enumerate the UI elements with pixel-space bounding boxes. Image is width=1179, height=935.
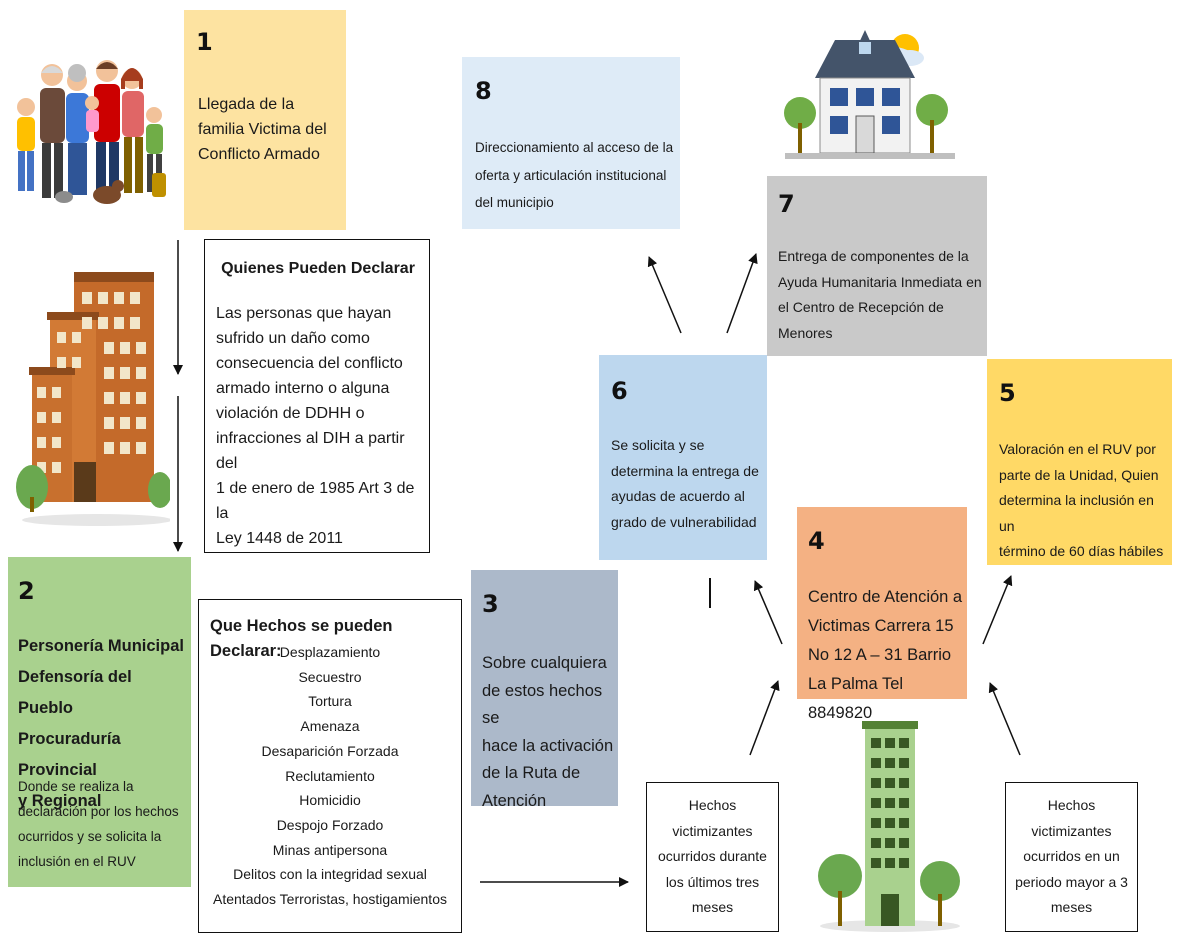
who-can-declare-title: Quienes Pueden Declarar (221, 260, 415, 277)
list-item: Delitos con la integridad sexual (233, 866, 427, 883)
step-4-number: 4 (808, 527, 825, 555)
step-3-text: Sobre cualquiera de estos hechos se hace… (482, 654, 614, 810)
step-2-number: 2 (18, 577, 35, 605)
step-1-box: 1 Llegada de la familia Victima del Conf… (184, 10, 346, 230)
family-illustration (17, 60, 166, 204)
step-6-number: 6 (611, 377, 628, 405)
step-7-text: Entrega de componentes de la Ayuda Human… (778, 248, 982, 341)
list-item: Homicidio (299, 792, 361, 809)
recent-facts-text: Hechos victimizantes ocurridos durante l… (658, 797, 767, 915)
step-5-number: 5 (999, 379, 1016, 407)
older-facts-box: Hechos victimizantes ocurridos en un per… (1005, 782, 1138, 932)
step-1-number: 1 (196, 28, 213, 56)
arrow-older-to-4 (988, 682, 1021, 756)
step-7-number: 7 (778, 190, 795, 218)
step-2-institutions: Personería Municipal Defensoría del Pueb… (18, 637, 184, 810)
brick-building-illustration (16, 272, 170, 526)
step-3-box: 3 Sobre cualquiera de estos hechos se ha… (471, 570, 618, 810)
house-illustration (784, 30, 955, 159)
list-item: Amenaza (300, 718, 360, 735)
who-can-declare-text: Las personas que hayan sufrido un daño c… (216, 305, 415, 547)
who-can-declare-box: Quienes Pueden Declarar Las personas que… (204, 239, 430, 553)
step-8-box: 8 Direccionamiento al acceso de la ofert… (462, 57, 680, 229)
step-6-box: 6 Se solicita y se determina la entrega … (599, 355, 767, 560)
list-item: Despojo Forzado (276, 816, 384, 833)
list-item: Minas antipersona (272, 841, 388, 858)
list-item: Atentados Terroristas, hostigamientos (213, 891, 447, 908)
list-item: Desplazamiento (279, 644, 381, 660)
step-6-text: Se solicita y se determina la entrega de… (611, 437, 759, 530)
declarable-facts-box: Que Hechos se pueden Declarar: Desplazam… (198, 599, 462, 933)
step-5-text: Valoración en el RUV por parte de la Uni… (999, 441, 1164, 559)
tower-building-illustration (818, 721, 960, 932)
list-item: Secuestro (298, 668, 362, 685)
arrow-4-to-6 (753, 580, 783, 645)
step-2-text: Donde se realiza la declaración por los … (18, 779, 179, 869)
step-3-number: 3 (482, 590, 499, 618)
older-facts-text: Hechos victimizantes ocurridos en un per… (1015, 797, 1128, 915)
step-2-box: 2 Personería Municipal Defensoría del Pu… (8, 557, 191, 887)
step-1-text: Llegada de la familia Victima del Confli… (198, 96, 327, 163)
step-5-box: 5 Valoración en el RUV por parte de la U… (987, 359, 1172, 565)
arrow-6-to-8 (647, 256, 682, 334)
step-8-text: Direccionamiento al acceso de la oferta … (475, 140, 674, 210)
arrow-6-to-7 (726, 253, 758, 334)
step-8-number: 8 (475, 77, 492, 105)
step-4-box: 4 Centro de Atención a Victimas Carrera … (797, 507, 967, 722)
step-4-text: Centro de Atención a Victimas Carrera 15… (808, 588, 963, 722)
arrow-4-to-5 (982, 575, 1013, 645)
step-7-box: 7 Entrega de componentes de la Ayuda Hum… (767, 176, 987, 356)
list-item: Reclutamiento (285, 767, 375, 784)
arrow-recent-to-4 (749, 680, 780, 756)
declarable-facts-title: Que Hechos se pueden Declarar: (210, 617, 393, 660)
list-item: Desaparición Forzada (261, 742, 399, 759)
recent-facts-box: Hechos victimizantes ocurridos durante l… (646, 782, 779, 932)
declarable-facts-list: Desplazamiento Secuestro Tortura Amenaza… (199, 640, 461, 912)
list-item: Tortura (308, 693, 352, 710)
